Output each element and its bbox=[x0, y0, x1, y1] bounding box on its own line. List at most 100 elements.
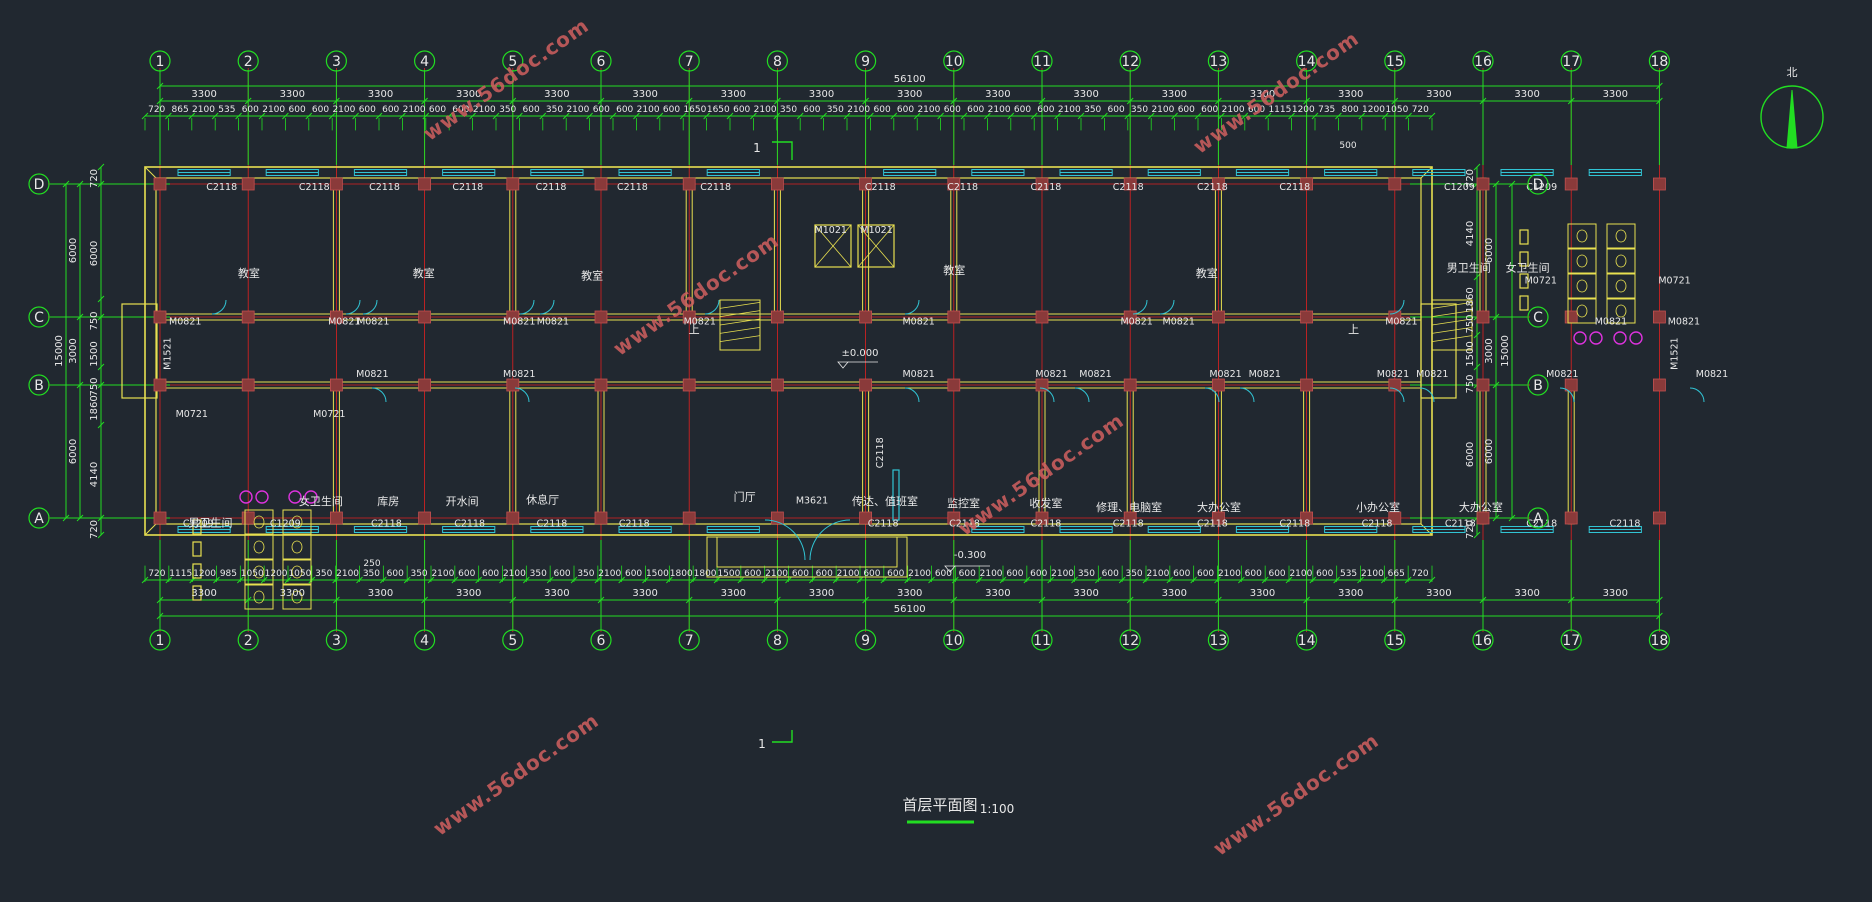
dim-tick bbox=[1473, 273, 1481, 281]
dim-detail-top: 2100 bbox=[192, 105, 215, 115]
column bbox=[329, 511, 343, 525]
room-label: 门厅 bbox=[734, 489, 756, 503]
window-label-top: C1209 bbox=[1444, 182, 1475, 193]
dim-tick bbox=[1473, 331, 1481, 339]
dim-extra-top: 500 bbox=[1339, 141, 1356, 151]
dim-tick bbox=[258, 112, 266, 120]
door-label: M0821 bbox=[503, 317, 535, 328]
grid-bubble-2 bbox=[237, 629, 259, 651]
dim-detail-top: 350 bbox=[546, 105, 563, 115]
door-label: M0821 bbox=[1249, 369, 1281, 380]
dim-tick bbox=[188, 112, 196, 120]
grid-label-11: 11 bbox=[1033, 633, 1051, 649]
window-label-bottom: C2118 bbox=[1445, 519, 1476, 530]
urinal bbox=[1519, 251, 1529, 267]
dim-tick bbox=[1126, 97, 1134, 105]
drawing-title: 首层平面图 bbox=[902, 796, 977, 814]
entrance-steps-inner bbox=[716, 536, 898, 568]
dim-tick bbox=[399, 112, 406, 120]
room-label: 开水间 bbox=[446, 495, 479, 508]
dim-tick bbox=[726, 112, 734, 120]
dim-detail-top: 865 bbox=[172, 105, 189, 115]
dim-bay-top: 3300 bbox=[985, 89, 1010, 100]
room-label: 修理、电脑室 bbox=[1096, 500, 1162, 514]
door-swing bbox=[1204, 387, 1220, 403]
dim-detail-bottom: 600 bbox=[959, 569, 976, 579]
section-mark-line bbox=[772, 730, 793, 743]
door-label: M3621 bbox=[796, 495, 828, 506]
column bbox=[1035, 177, 1049, 191]
dim-detail-bottom: 1050 bbox=[241, 569, 264, 579]
dim-detail-bottom: 985 bbox=[220, 569, 237, 579]
column bbox=[594, 378, 608, 392]
window-label-bottom: C2118 bbox=[1113, 519, 1144, 530]
dim-detail-bottom: 600 bbox=[1316, 569, 1333, 579]
column bbox=[1564, 177, 1578, 191]
column bbox=[1476, 511, 1490, 525]
room-label: 教室 bbox=[943, 263, 965, 277]
dim-detail-top: 2100 bbox=[988, 105, 1011, 115]
grid-bubble-5 bbox=[502, 50, 524, 72]
dim-detail-top: 600 bbox=[803, 105, 820, 115]
column bbox=[771, 378, 784, 392]
grid-bubble-13 bbox=[1207, 629, 1230, 651]
door-label: M0721 bbox=[176, 409, 208, 420]
door-label: M0821 bbox=[1696, 369, 1728, 380]
dim-bay-top: 3300 bbox=[456, 89, 481, 100]
column bbox=[1564, 378, 1578, 392]
dim-inner-left: 750 bbox=[89, 377, 100, 396]
grid-label-13: 13 bbox=[1209, 633, 1227, 649]
grid-label-4: 4 bbox=[420, 54, 429, 70]
grid-bubble-14 bbox=[1295, 629, 1318, 651]
window-label-top: C2118 bbox=[536, 182, 567, 193]
toilet-bowl bbox=[253, 565, 265, 579]
grid-label-11: 11 bbox=[1033, 54, 1051, 70]
grid-bubble-9 bbox=[854, 50, 877, 72]
window-label-bottom: C2118 bbox=[1030, 519, 1061, 530]
door-label: M1021 bbox=[815, 225, 847, 236]
dim-detail-bottom: 2100 bbox=[1051, 569, 1074, 579]
window-label-bottom: C2118 bbox=[454, 519, 485, 530]
column bbox=[1300, 511, 1313, 525]
dim-tick bbox=[796, 112, 804, 120]
column bbox=[771, 177, 784, 191]
grid-bubble-C bbox=[28, 306, 50, 328]
dim-detail-bottom: 600 bbox=[1173, 569, 1190, 579]
dim-tick bbox=[141, 112, 149, 120]
door-label: M0821 bbox=[1120, 317, 1152, 328]
dim-tick bbox=[1288, 112, 1295, 120]
column bbox=[1653, 378, 1666, 392]
column bbox=[947, 378, 961, 392]
door-swing bbox=[904, 299, 920, 315]
stall-ne-women bbox=[1606, 298, 1636, 324]
door-label: M0821 bbox=[1416, 369, 1448, 380]
window-label-top: C2118 bbox=[1279, 182, 1310, 193]
dim-tick bbox=[1335, 112, 1342, 120]
column bbox=[682, 511, 696, 525]
grid-label-6: 6 bbox=[597, 54, 606, 70]
dim-bay-bottom: 3300 bbox=[1250, 588, 1275, 599]
room-label: 大办公室 bbox=[1197, 500, 1241, 514]
dim-total-bottom: 56100 bbox=[894, 604, 926, 615]
drawing-scale: 1:100 bbox=[980, 802, 1015, 816]
window-vertical bbox=[892, 469, 900, 521]
dim-detail-bottom: 600 bbox=[625, 569, 642, 579]
column bbox=[1123, 177, 1137, 191]
toilet-bowl bbox=[253, 590, 265, 604]
dim-detail-top: 2100 bbox=[332, 105, 355, 115]
grid-bubble-13 bbox=[1207, 50, 1230, 72]
dim-tick bbox=[1567, 97, 1575, 105]
grid-bubble-B bbox=[1527, 374, 1549, 396]
room-label: 教室 bbox=[413, 266, 435, 280]
grid-label-D: D bbox=[1533, 177, 1544, 193]
window-label-bottom: C1209 bbox=[183, 519, 214, 530]
dim-detail-top: 600 bbox=[289, 105, 306, 115]
column bbox=[241, 177, 255, 191]
dim-tick bbox=[97, 313, 105, 321]
door-swing bbox=[1559, 387, 1575, 403]
dim-detail-bottom: 1500 bbox=[646, 569, 669, 579]
dim-detail-bottom: 350 bbox=[410, 569, 427, 579]
dim-tick bbox=[862, 596, 869, 604]
dim-mid-left: 3000 bbox=[68, 338, 79, 363]
